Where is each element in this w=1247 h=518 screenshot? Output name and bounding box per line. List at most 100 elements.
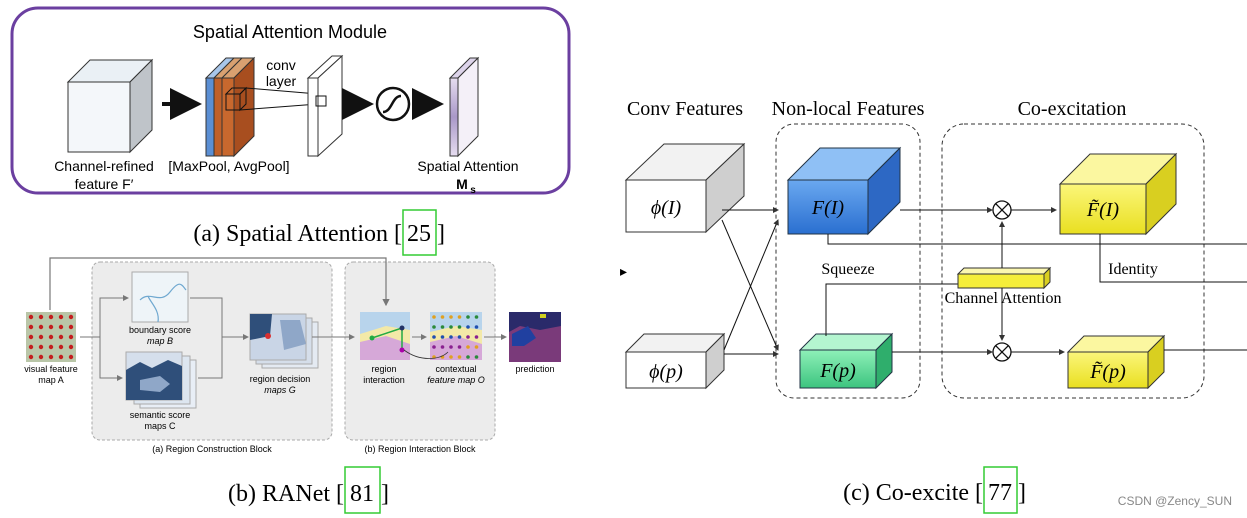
caption-b-ref: 81 [350, 481, 374, 507]
context-dot [432, 315, 436, 319]
channel-attention-label: Channel Attention [945, 290, 1062, 307]
context-dot [474, 325, 479, 329]
feature-dot [48, 324, 54, 330]
input-label-1: Channel-refined [54, 158, 154, 174]
caption-c-ref-box [983, 466, 1018, 514]
caption-b: (b) RANet [ 81 ] [228, 466, 389, 514]
semantic-score-maps [125, 351, 197, 409]
F-p-label: F(p) [819, 360, 856, 382]
merge-line-bottom [198, 337, 223, 379]
context-dot [440, 325, 445, 329]
channel-attention-bar [956, 266, 1052, 290]
feature-dot [58, 314, 64, 320]
feature-dot [38, 324, 44, 330]
prediction-label: prediction [515, 364, 554, 374]
semantic-label-1: semantic score [130, 410, 191, 420]
visual-feature-map [26, 312, 76, 362]
caption-b-end: ] [381, 481, 389, 507]
spatial-attention-map [448, 56, 480, 158]
caption-c-text: (c) Co-excite [ [843, 480, 983, 506]
feature-dot [28, 334, 34, 340]
phi-I-cube [624, 142, 746, 234]
feature-dot [48, 314, 54, 320]
identity-line-top [827, 234, 1247, 245]
sigmoid-icon [375, 86, 411, 122]
context-dot [432, 345, 436, 349]
caption-b-ref-box [344, 466, 381, 514]
region-interaction-block [344, 261, 496, 441]
feature-dot [48, 354, 54, 360]
contextual-label-2: feature map O [427, 375, 485, 385]
output-label-1: Spatial Attention [417, 158, 518, 174]
feedback-line [49, 257, 390, 310]
arrow-phiI-Fp [721, 219, 779, 351]
module-frame [10, 6, 571, 195]
context-dot [449, 345, 453, 349]
F-I-label: F(I) [811, 197, 845, 219]
nonlocal-dashed-box [775, 123, 921, 399]
region-interaction-label-2: interaction [363, 375, 405, 385]
context-dot [466, 315, 470, 319]
caption-a-ref-box [402, 209, 437, 256]
conv-label-1: conv [266, 57, 296, 73]
context-dot [457, 335, 462, 339]
Ft-I-label: F̃(I) [1086, 198, 1120, 221]
boundary-score-map [131, 271, 189, 323]
input-label-2: feature F′ [75, 176, 134, 192]
panel-a-spatial-attention: Spatial Attention Module conv layer [10, 6, 571, 196]
caption-a-ref: 25 [407, 221, 431, 247]
caption-a-end: ] [437, 221, 445, 247]
block-a-label: (a) Region Construction Block [152, 444, 272, 454]
header-nonlocal: Non-local Features [772, 98, 925, 120]
conv-label-2: layer [266, 73, 297, 89]
feature-dot [38, 314, 44, 320]
Ft-p-cube [1066, 334, 1166, 390]
squeeze-label: Squeeze [821, 261, 874, 278]
header-coexc: Co-excitation [1018, 98, 1127, 120]
Ft-p-label: F̃(p) [1089, 360, 1126, 383]
coexc-dashed-box [941, 123, 1205, 399]
phi-p-cube [624, 332, 726, 390]
output-label-sub: s [470, 185, 476, 196]
context-dot [474, 345, 479, 349]
merge-line-top [190, 297, 246, 338]
context-dot [466, 345, 470, 349]
panel-b-ranet: visual feature map A boundary score map … [24, 257, 561, 454]
context-dot [457, 345, 462, 349]
caption-c-end: ] [1018, 480, 1026, 506]
pooled-feature-slabs [204, 56, 256, 158]
context-dot [449, 325, 453, 329]
pool-label: [MaxPool, AvgPool] [168, 158, 289, 174]
context-dot [440, 315, 445, 319]
feature-dot [68, 324, 74, 330]
feature-dot [68, 344, 74, 350]
context-dot [474, 355, 479, 359]
feature-dot [38, 344, 44, 350]
input-feature-cube [66, 58, 154, 154]
feature-dot [38, 334, 44, 340]
context-dot [449, 315, 453, 319]
identity-line-bottom [1099, 234, 1247, 283]
feature-dot [48, 334, 54, 340]
context-dot [457, 325, 462, 329]
semantic-label-2: maps C [144, 421, 176, 431]
arrow-phip-FI [723, 219, 779, 351]
squeeze-line [825, 283, 958, 336]
header-conv: Conv Features [627, 98, 743, 120]
feature-dot [48, 344, 54, 350]
feature-dot [58, 324, 64, 330]
region-interaction-label-1: region [371, 364, 396, 374]
F-I-cube [786, 146, 902, 236]
panel-c-coexcite: Conv Features Non-local Features Co-exci… [620, 98, 1247, 399]
conv-line-2 [239, 103, 319, 111]
conv-line-1 [245, 87, 319, 95]
multiply-icon-top [992, 200, 1012, 220]
context-dot [449, 335, 453, 339]
visual-feature-label-2: map A [38, 375, 64, 385]
feature-dot [28, 344, 34, 350]
feature-dot [38, 354, 44, 360]
stray-arrow-glyph: ▸ [620, 263, 627, 279]
context-dot [440, 335, 445, 339]
conv-output-slab [306, 54, 344, 158]
feature-dot [68, 314, 74, 320]
